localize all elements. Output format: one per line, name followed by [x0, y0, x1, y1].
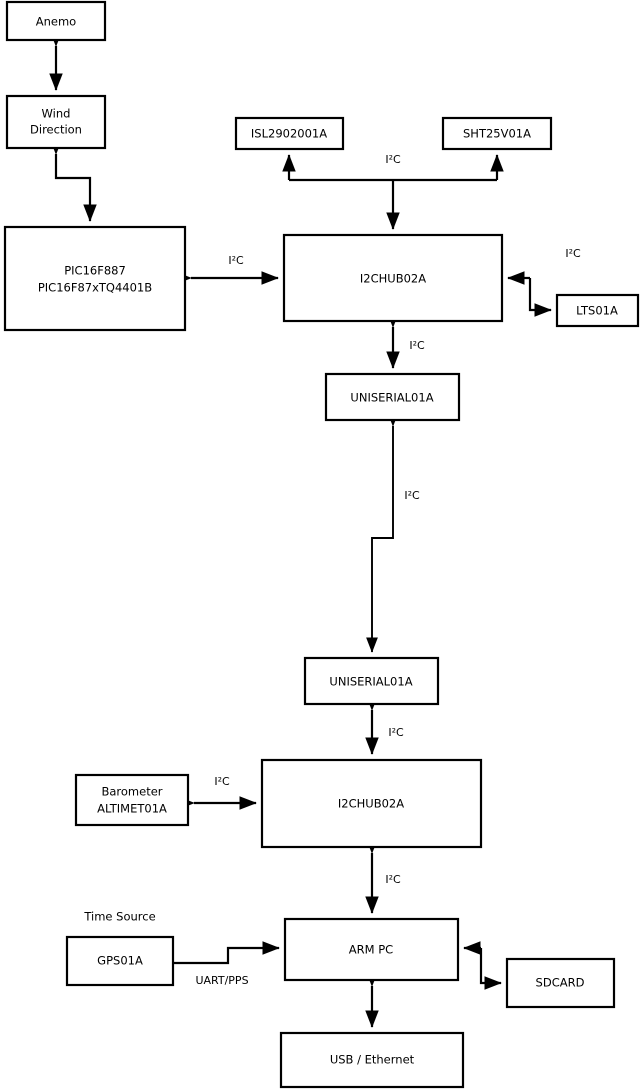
- node-lts01a-label: LTS01A: [576, 304, 618, 318]
- edge-label-i2c-hub-armpc: I²C: [385, 873, 401, 886]
- node-sht25v01a-box: [441, 116, 553, 151]
- node-i2chub02a-bottom-label: I2CHUB02A: [338, 797, 404, 811]
- edge-label-i2c-baro-hub: I²C: [214, 775, 230, 788]
- edges-layer: [49, 29, 552, 1028]
- node-uniserial01a-lower-label: UNISERIAL01A: [329, 675, 412, 689]
- node-i2chub02a-bottom[interactable]: I2CHUB02A: [260, 758, 483, 849]
- edge-uniserial-link: [366, 411, 399, 653]
- label-time-source: Time Source: [83, 910, 155, 924]
- node-lts01a-box: [555, 293, 640, 328]
- node-sht25v01a-label: SHT25V01A: [463, 127, 531, 141]
- node-isl2902001a-label: ISL2902001A: [251, 127, 327, 141]
- node-anemo[interactable]: Anemo: [5, 0, 107, 42]
- node-sdcard-label: SDCARD: [536, 976, 585, 990]
- node-i2chub02a-top-label: I2CHUB02A: [360, 272, 426, 286]
- node-uniserial01a-lower[interactable]: UNISERIAL01A: [303, 656, 440, 706]
- node-pic-mcu-label-line2: PIC16F87xTQ4401B: [38, 281, 152, 295]
- node-arm-pc-label: ARM PC: [349, 943, 393, 957]
- node-pic-mcu-box: [3, 225, 187, 332]
- node-i2chub02a-top-box: [282, 233, 504, 323]
- node-uniserial01a-upper-box: [324, 372, 461, 422]
- node-uniserial01a-upper[interactable]: UNISERIAL01A: [324, 372, 461, 422]
- node-pic-mcu-label-line1: PIC16F887: [64, 264, 126, 278]
- node-i2chub02a-top[interactable]: I2CHUB02A: [282, 233, 504, 323]
- node-anemo-label: Anemo: [36, 15, 76, 29]
- node-gps01a-box: [65, 935, 175, 987]
- node-usb-ethernet-label: USB / Ethernet: [330, 1053, 415, 1067]
- node-wind-direction-label-line2: Direction: [30, 123, 82, 137]
- node-anemo-box: [5, 0, 107, 42]
- node-i2chub02a-bottom-box: [260, 758, 483, 849]
- edge-label-uart-pps: UART/PPS: [195, 974, 248, 987]
- node-usb-ethernet-box: [279, 1031, 465, 1089]
- node-barometer-box: [74, 773, 190, 827]
- node-isl2902001a[interactable]: ISL2902001A: [234, 116, 345, 151]
- edge-label-i2c-uniserial-hub: I²C: [388, 726, 404, 739]
- edge-armpc-sdcard-out: [479, 948, 502, 990]
- node-uniserial01a-lower-box: [303, 656, 440, 706]
- node-arm-pc-box: [283, 917, 460, 982]
- node-barometer-label-line2: ALTIMET01A: [97, 802, 167, 816]
- node-lts01a[interactable]: LTS01A: [555, 293, 640, 328]
- node-wind-direction-box: [5, 94, 107, 150]
- node-gps01a[interactable]: GPS01A: [65, 935, 175, 987]
- node-isl2902001a-box: [234, 116, 345, 151]
- edge-label-i2c-pic-hub: I²C: [228, 254, 244, 267]
- edge-label-i2c-hub-uniserial: I²C: [409, 339, 425, 352]
- node-gps01a-label: GPS01A: [97, 954, 143, 968]
- node-arm-pc[interactable]: ARM PC: [283, 917, 460, 982]
- node-sdcard-box: [505, 957, 616, 1009]
- edge-label-i2c-top-bus: I²C: [385, 153, 401, 166]
- node-sdcard[interactable]: SDCARD: [505, 957, 616, 1009]
- node-barometer[interactable]: Barometer ALTIMET01A: [74, 773, 190, 827]
- edge-label-i2c-uniserial-link: I²C: [404, 489, 420, 502]
- node-wind-direction[interactable]: Wind Direction: [5, 94, 107, 150]
- edge-gps-armpc: [173, 941, 280, 965]
- node-pic-mcu[interactable]: PIC16F887 PIC16F87xTQ4401B: [3, 225, 187, 332]
- node-uniserial01a-upper-label: UNISERIAL01A: [350, 391, 433, 405]
- edge-wind-pic: [49, 137, 97, 222]
- node-sht25v01a[interactable]: SHT25V01A: [441, 116, 553, 151]
- node-usb-ethernet[interactable]: USB / Ethernet: [279, 1031, 465, 1089]
- edge-label-i2c-hub-lts: I²C: [565, 247, 581, 260]
- node-barometer-label-line1: Barometer: [101, 785, 162, 799]
- edge-labels-layer: I²C I²C I²C I²C I²C I²C I²C I²C UART/PPS: [195, 153, 581, 987]
- edge-hubtop-lts-in: [528, 278, 552, 317]
- free-labels-layer: Time Source: [83, 910, 155, 924]
- node-wind-direction-label-line1: Wind: [42, 107, 71, 121]
